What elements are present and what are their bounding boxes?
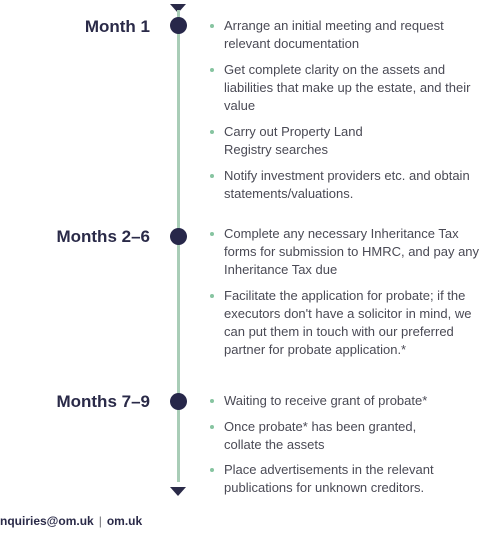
timeline-top-arrow-icon: [170, 4, 186, 13]
footer-contact: nquiries@om.uk | om.uk: [0, 514, 142, 528]
list-item: Once probate* has been granted, collate …: [210, 418, 490, 454]
phase-node-month-1: [170, 17, 187, 34]
bullet-icon: [210, 24, 214, 28]
bullet-icon: [210, 425, 214, 429]
footer-email-link[interactable]: nquiries@om.uk: [0, 514, 94, 528]
timeline-bottom-arrow-icon: [170, 487, 186, 496]
bullet-icon: [210, 294, 214, 298]
list-item: Facilitate the application for probate; …: [210, 287, 490, 359]
list-item: Place advertisements in the relevant pub…: [210, 461, 490, 497]
bullet-icon: [210, 468, 214, 472]
list-item: Waiting to receive grant of probate*: [210, 392, 490, 410]
list-item: Get complete clarity on the assets and l…: [210, 61, 490, 115]
list-item: Notify investment providers etc. and obt…: [210, 167, 490, 203]
list-item: Arrange an initial meeting and request r…: [210, 17, 490, 53]
list-item: Carry out Property Land Registry searche…: [210, 123, 490, 159]
bullet-icon: [210, 399, 214, 403]
bullet-icon: [210, 174, 214, 178]
phase-node-months-2-6: [170, 228, 187, 245]
timeline-line: [177, 10, 180, 482]
phase-node-months-7-9: [170, 393, 187, 410]
bullet-icon: [210, 130, 214, 134]
phase-label-month-1: Month 1: [84, 17, 150, 36]
footer-separator: |: [98, 514, 102, 528]
phase-label-months-2-6: Months 2–6: [56, 227, 150, 246]
list-item: Complete any necessary Inheritance Tax f…: [210, 225, 490, 279]
bullet-icon: [210, 68, 214, 72]
phase-label-months-7-9: Months 7–9: [56, 392, 150, 411]
footer-website-link[interactable]: om.uk: [106, 514, 143, 528]
bullet-icon: [210, 232, 214, 236]
